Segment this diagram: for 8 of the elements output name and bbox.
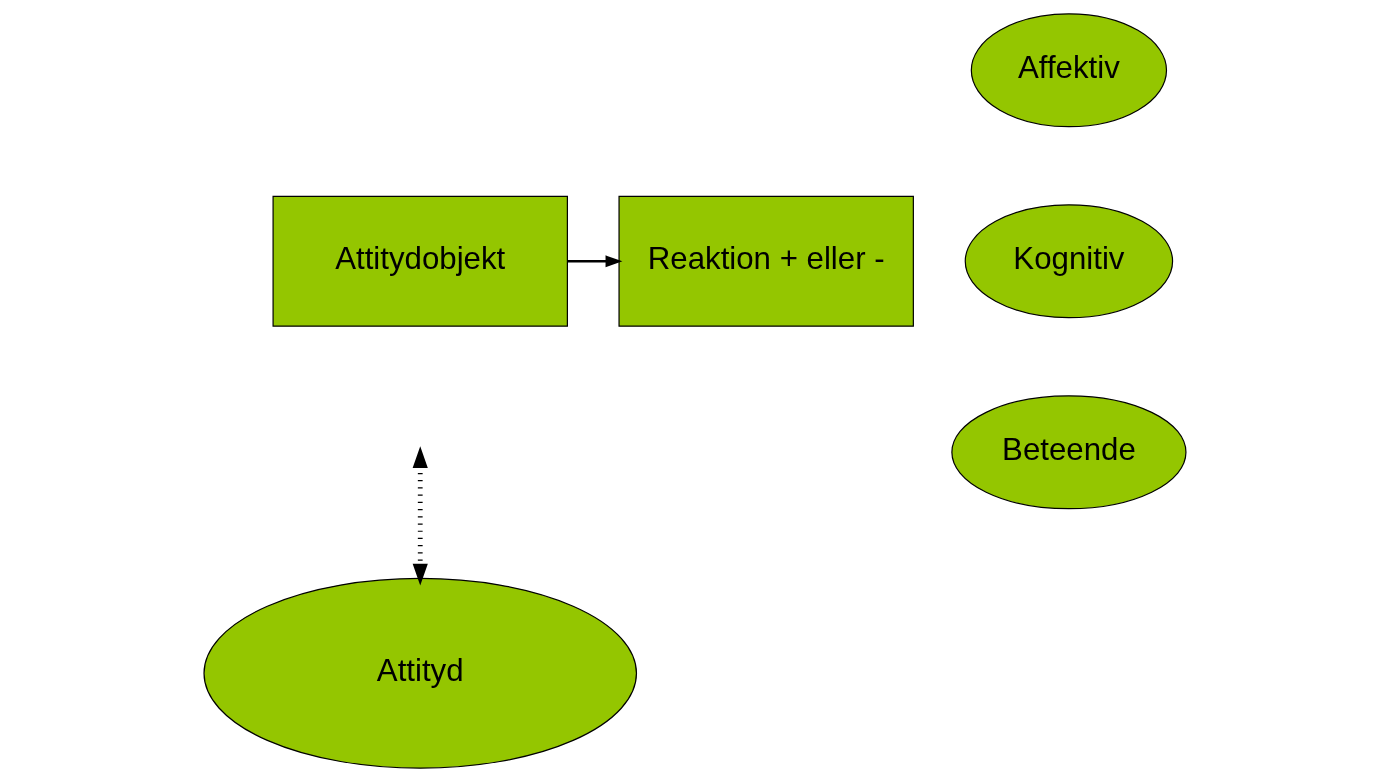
node-ellipse: Kognitiv — [964, 203, 1174, 318]
node-ellipse: Beteende — [951, 394, 1187, 509]
arrow — [567, 254, 623, 267]
node-box: Attitydobjekt — [272, 195, 568, 327]
node-ellipse: Affektiv — [970, 12, 1168, 127]
node-box: Reaktion + eller - — [618, 195, 914, 327]
arrow — [412, 445, 428, 585]
node-ellipse: Attityd — [203, 577, 638, 769]
